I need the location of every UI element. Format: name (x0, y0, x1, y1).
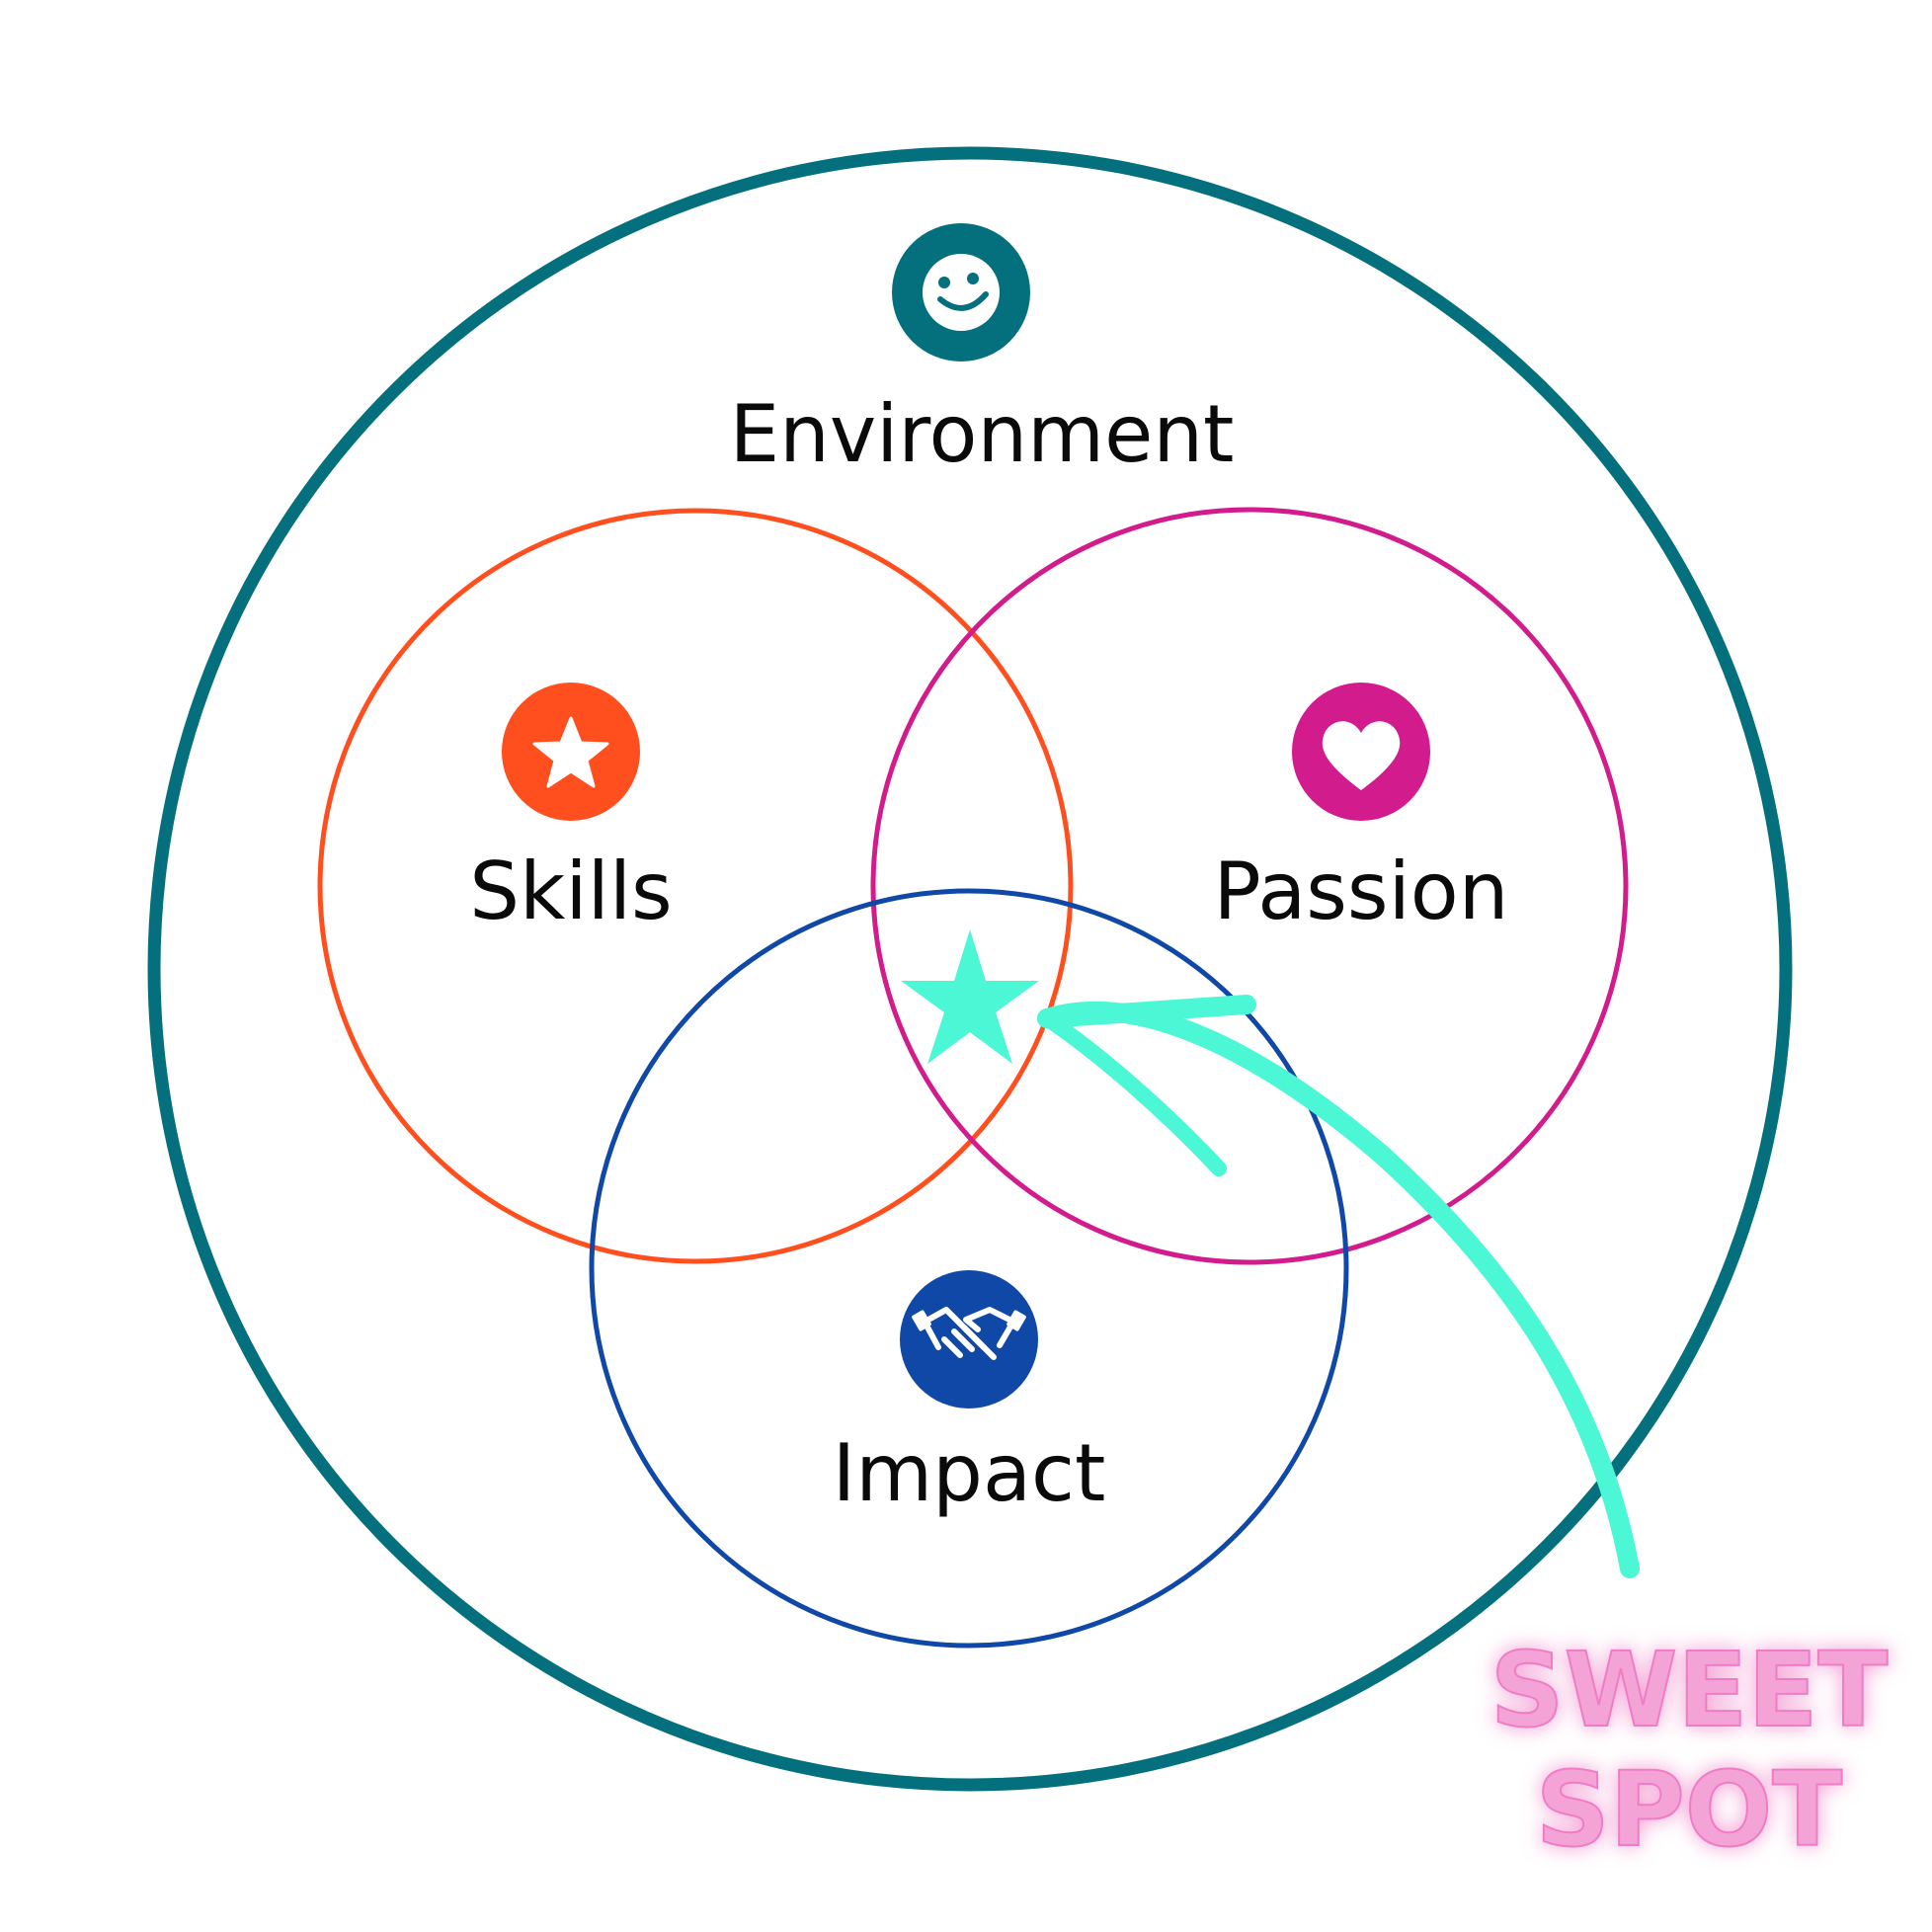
smiley-icon (892, 223, 1030, 362)
environment-circle (147, 146, 1793, 1792)
sweet-spot-callout: SWEET SPOT (1489, 1629, 1890, 1871)
handshake-icon (900, 1270, 1038, 1409)
sweet-spot-arrow (1037, 995, 1640, 1578)
skills-circle (317, 508, 1074, 1264)
environment-label: Environment (730, 388, 1235, 480)
star-icon (502, 683, 640, 821)
impact-circle (589, 888, 1349, 1649)
passion-label: Passion (1214, 845, 1509, 937)
sweet-spot-line1: SWEET (1490, 1630, 1889, 1750)
skills-label: Skills (469, 845, 672, 937)
passion-circle (870, 507, 1629, 1265)
sweet-spot-line2: SPOT (1536, 1749, 1843, 1870)
heart-icon (1292, 683, 1430, 821)
impact-label: Impact (833, 1427, 1106, 1519)
sweet-spot-star (901, 929, 1039, 1064)
